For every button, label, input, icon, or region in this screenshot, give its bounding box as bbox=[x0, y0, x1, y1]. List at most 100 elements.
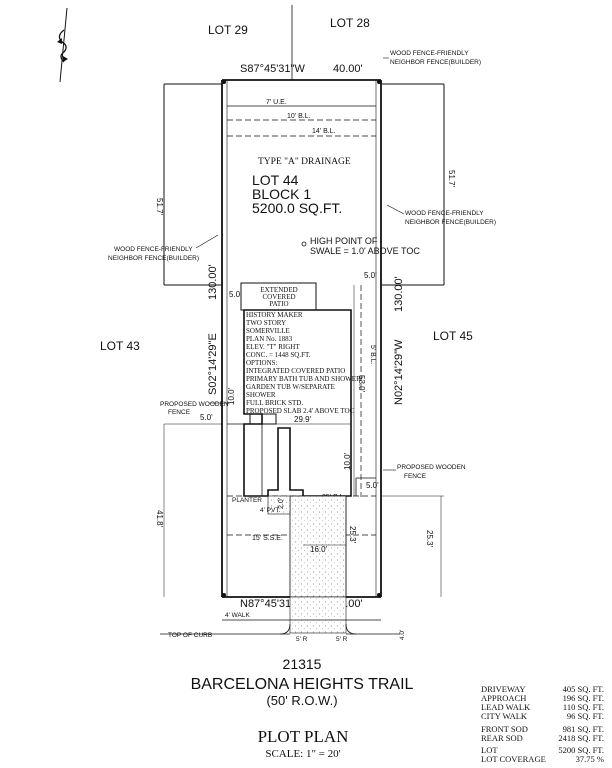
area-row-value: 405 SQ. FT. bbox=[563, 684, 604, 694]
east-distance: 130.00' bbox=[393, 276, 405, 312]
north-distance: 40.00' bbox=[333, 63, 363, 75]
city-walk-label: 4' WALK bbox=[225, 612, 251, 619]
rear-yard-depth-right: 51.7' bbox=[447, 170, 456, 188]
svg-text:FULL BRICK STD.: FULL BRICK STD. bbox=[246, 399, 303, 407]
area-row-label: DRIVEWAY bbox=[481, 684, 526, 694]
svg-text:HISTORY MAKER: HISTORY MAKER bbox=[246, 311, 303, 319]
patio-label-3: PATIO bbox=[269, 300, 288, 308]
fence-note-left-1: WOOD FENCE-FRIENDLY bbox=[114, 246, 193, 253]
high-point-line1: HIGH POINT OF bbox=[310, 236, 378, 246]
street-number: 21315 bbox=[283, 656, 322, 672]
walk-offset-label: 4.0' bbox=[399, 630, 406, 640]
svg-text:ELEV. "T" RIGHT: ELEV. "T" RIGHT bbox=[246, 343, 300, 351]
fence-setback-right: 5.0' bbox=[366, 481, 379, 490]
area-row-label: LOT bbox=[481, 745, 498, 755]
fence-note-left-2: NEIGHBOR FENCE(BUILDER) bbox=[108, 255, 199, 262]
utility-easement-label: 7' U.E. bbox=[266, 99, 287, 106]
front-setback-right: 25.3' bbox=[425, 530, 434, 548]
front-yard-depth-left: 41.8' bbox=[155, 510, 164, 528]
house-notes: HISTORY MAKER TWO STORY SOMERVILLE PLAN … bbox=[246, 311, 363, 415]
right-of-way: (50' R.O.W.) bbox=[266, 693, 337, 708]
area-row-label: LOT COVERAGE bbox=[481, 754, 546, 764]
area-row-label: CITY WALK bbox=[481, 711, 528, 721]
drawing-title: PLOT PLAN bbox=[258, 727, 349, 746]
svg-text:PROPOSED SLAB 2.4' ABOVE TOC: PROPOSED SLAB 2.4' ABOVE TOC bbox=[246, 407, 354, 415]
driveway-depth: 25.3' bbox=[348, 526, 357, 544]
block-number: BLOCK 1 bbox=[252, 186, 311, 202]
side-setback-right: 5.0' bbox=[364, 271, 377, 280]
house-width: 29.9' bbox=[294, 415, 312, 424]
north-bearing: S87°45'31"W bbox=[240, 63, 305, 75]
patio-label-1: EXTENDED bbox=[260, 286, 297, 294]
dimension-lines bbox=[163, 84, 445, 597]
fence-note-top-right-1: WOOD FENCE-FRIENDLY bbox=[390, 50, 469, 57]
fence-setback-left: 5.0' bbox=[200, 413, 213, 422]
proposed-fence-left-2: FENCE bbox=[168, 409, 191, 416]
lot-number: LOT 44 bbox=[252, 172, 299, 188]
proposed-fence bbox=[227, 423, 376, 496]
lot-45-label: LOT 45 bbox=[433, 329, 473, 343]
rear-yard-depth-left: 51.7' bbox=[155, 198, 164, 216]
lot-29-label: LOT 29 bbox=[208, 23, 248, 37]
building-line-5-label: 5' B.L. bbox=[369, 345, 376, 365]
fence-note-mid-right-2: NEIGHBOR FENCE(BUILDER) bbox=[405, 219, 496, 226]
high-point-line2: SWALE = 1.0' ABOVE TOC bbox=[310, 246, 420, 256]
private-walk-label: 4' PVT. bbox=[260, 507, 281, 514]
building-line-10-label: 10' B.L. bbox=[287, 113, 311, 120]
proposed-fence-right-1: PROPOSED WOODEN bbox=[397, 464, 466, 471]
fence-note-top-right-2: NEIGHBOR FENCE(BUILDER) bbox=[390, 59, 481, 66]
walk-step-dim: 2.0' bbox=[278, 498, 285, 509]
lead-walk bbox=[267, 495, 291, 515]
property-boundary bbox=[221, 79, 382, 598]
fence-offset-left: 10.0' bbox=[227, 387, 236, 405]
east-bearing: N02°14'29"W bbox=[393, 339, 405, 405]
area-row-value: 96 SQ. FT. bbox=[567, 711, 604, 721]
svg-text:INTEGRATED COVERED PATIO: INTEGRATED COVERED PATIO bbox=[246, 367, 345, 375]
driveway-width: 16.0' bbox=[310, 545, 328, 554]
west-bearing: S02°14'29"E bbox=[207, 333, 219, 395]
area-row-value: 5200 SQ. FT. bbox=[558, 745, 604, 755]
area-row-value: 110 SQ. FT. bbox=[563, 702, 604, 712]
drawing-scale: SCALE: 1" = 20' bbox=[265, 748, 340, 760]
south-bearing: N87°45'31"E bbox=[240, 598, 302, 610]
house-depth: 53.0' bbox=[357, 375, 366, 393]
side-setback-left: 5.0' bbox=[229, 290, 242, 299]
area-row-label: FRONT SOD bbox=[481, 724, 528, 734]
lot-28-label: LOT 28 bbox=[330, 16, 370, 30]
area-row-label: REAR SOD bbox=[481, 733, 523, 743]
svg-text:GARDEN TUB W/SEPARATE: GARDEN TUB W/SEPARATE bbox=[246, 383, 335, 391]
svg-text:CONC. = 1448 SQ.FT.: CONC. = 1448 SQ.FT. bbox=[246, 351, 311, 359]
high-point-marker-icon bbox=[301, 241, 307, 247]
radius-right-label: 5' R bbox=[336, 636, 348, 643]
area-row-value: 981 SQ. FT. bbox=[563, 724, 604, 734]
area-row-label: APPROACH bbox=[481, 693, 526, 703]
drainage-type: TYPE "A" DRAINAGE bbox=[258, 157, 351, 167]
north-arrow-icon bbox=[57, 7, 68, 83]
radius-left-label: 5' R bbox=[296, 636, 308, 643]
area-row-label: LEAD WALK bbox=[481, 702, 531, 712]
street-name: BARCELONA HEIGHTS TRAIL bbox=[191, 676, 414, 693]
area-row-value: 196 SQ. FT. bbox=[563, 693, 604, 703]
proposed-fence-right-2: FENCE bbox=[404, 473, 427, 480]
top-of-curb-label: TOP OF CURB bbox=[168, 632, 212, 639]
proposed-fence-left-1: PROPOSED WOODEN bbox=[160, 401, 229, 408]
svg-text:PRIMARY BATH TUB AND SHOWER:: PRIMARY BATH TUB AND SHOWER: bbox=[246, 375, 363, 383]
area-row-value: 37.75 % bbox=[576, 754, 604, 764]
area-row-value: 2418 SQ. FT. bbox=[558, 733, 604, 743]
building-line-14-label: 14' B.L. bbox=[312, 128, 336, 135]
lot-43-label: LOT 43 bbox=[100, 339, 140, 353]
sanitary-sewer-easement-label: 15' S.S.E. bbox=[252, 535, 283, 542]
planter-label: PLANTER bbox=[232, 497, 262, 504]
area-table: DRIVEWAY 405 SQ. FT. APPROACH 196 SQ. FT… bbox=[481, 684, 604, 764]
approach bbox=[289, 596, 347, 634]
svg-text:SHOWER: SHOWER bbox=[246, 391, 276, 399]
svg-text:PLAN No. 1883: PLAN No. 1883 bbox=[246, 335, 293, 343]
svg-text:TWO STORY: TWO STORY bbox=[246, 319, 286, 327]
patio-label-2: COVERED bbox=[262, 293, 295, 301]
fence-note-mid-right-1: WOOD FENCE-FRIENDLY bbox=[405, 210, 484, 217]
fence-offset-right: 10.0' bbox=[343, 452, 352, 470]
lot-area: 5200.0 SQ.FT. bbox=[252, 200, 342, 216]
west-distance: 130.00' bbox=[207, 264, 219, 300]
